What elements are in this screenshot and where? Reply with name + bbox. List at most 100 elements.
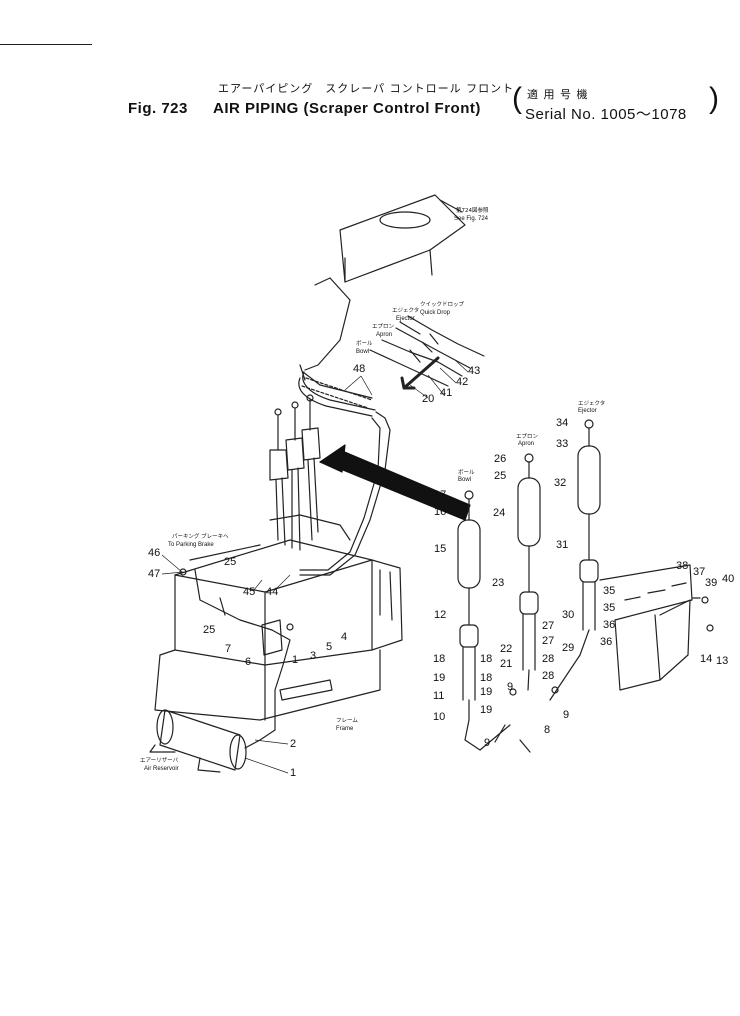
callout-24: 24 — [493, 507, 505, 519]
leader-lines — [161, 359, 469, 774]
control-valve-apron — [517, 453, 541, 691]
callout-7: 7 — [225, 643, 231, 655]
apron-jp: エプロン — [372, 323, 395, 330]
callout-44: 44 — [266, 586, 278, 598]
fitting-9c — [551, 686, 559, 694]
callout-15: 15 — [434, 543, 446, 555]
callout-25c: 25 — [494, 470, 506, 482]
cable-bundle — [298, 371, 391, 576]
callout-9b: 9 — [507, 681, 513, 693]
callout-6: 6 — [245, 656, 251, 668]
callout-19b: 19 — [480, 686, 492, 698]
callout-23: 23 — [492, 577, 504, 589]
bowl-jp: ボール — [356, 339, 373, 347]
callout-34: 34 — [556, 417, 568, 429]
callout-9c: 9 — [563, 709, 569, 721]
callout-33: 33 — [556, 438, 568, 450]
callout-10: 10 — [433, 711, 445, 723]
callout-29: 29 — [562, 642, 574, 654]
callout-16: 16 — [434, 506, 446, 518]
callout-13: 13 — [716, 655, 728, 667]
callout-25b: 25 — [203, 624, 215, 636]
serial-paren-close: ) — [709, 82, 719, 115]
callout-41: 41 — [440, 387, 452, 399]
reservoir-en: Air Reservoir — [144, 766, 179, 772]
apron2-jp: エプロン — [516, 433, 539, 440]
frame-body — [154, 514, 403, 721]
ejector-jp: エジェクタ — [392, 306, 419, 314]
callout-31: 31 — [556, 539, 568, 551]
callout-1: 1 — [290, 767, 296, 779]
callout-35b: 35 — [603, 602, 615, 614]
reservoir-jp: エアーリザーバ — [140, 757, 179, 764]
air-reservoir — [149, 709, 247, 773]
callout-21: 21 — [500, 658, 512, 670]
callout-42: 42 — [456, 376, 468, 388]
callout-27b: 27 — [542, 635, 554, 647]
callout-37: 37 — [693, 566, 705, 578]
callout-47: 47 — [148, 568, 160, 580]
callout-30: 30 — [562, 609, 574, 621]
mount-bracket — [599, 564, 714, 691]
see-fig-en: See Fig. 724 — [454, 216, 489, 222]
callout-4: 4 — [341, 631, 347, 643]
title-japanese: エアーパイピング スクレーパ コントロール フロント — [218, 82, 515, 95]
bowl-en: Bowl — [356, 349, 369, 355]
callout-3: 3 — [310, 650, 316, 662]
control-valve-bowl — [457, 490, 511, 751]
callout-5: 5 — [326, 641, 332, 653]
callout-36b: 36 — [600, 636, 612, 648]
ejector2-jp: エジェクタ — [578, 399, 605, 407]
callout-43: 43 — [468, 365, 480, 377]
apron2-en: Apron — [518, 441, 534, 447]
cab-boom-structure — [299, 194, 466, 399]
callout-17: 17 — [434, 489, 446, 501]
callout-14: 14 — [700, 653, 712, 665]
callout-45: 45 — [243, 586, 255, 598]
parking-brake-en: To Parking Brake — [168, 542, 214, 548]
callout-46: 46 — [148, 547, 160, 559]
callout-38: 38 — [676, 560, 688, 572]
callout-48: 48 — [353, 363, 365, 375]
callout-32: 32 — [554, 477, 566, 489]
header-rule — [0, 44, 92, 45]
apron-en: Apron — [376, 332, 392, 338]
see-fig-jp: 第724図参照 — [456, 206, 489, 214]
callout-39: 39 — [705, 577, 717, 589]
callout-26: 26 — [494, 453, 506, 465]
callout-1b: 1 — [292, 654, 298, 666]
fitting-8 — [519, 739, 531, 753]
callout-12: 12 — [434, 609, 446, 621]
callout-40: 40 — [722, 573, 734, 585]
callout-8: 8 — [544, 724, 550, 736]
control-levers — [269, 394, 321, 551]
frame-piping — [179, 568, 294, 749]
arrow-upper — [400, 356, 440, 390]
quick-drop-en: Quick Drop — [420, 310, 451, 316]
bowl2-en: Bowl — [458, 477, 471, 483]
callout-9a: 9 — [484, 737, 490, 749]
quick-drop-jp: クイックドロップ — [420, 301, 465, 308]
callout-28b: 28 — [542, 670, 554, 682]
callout-11: 11 — [433, 690, 444, 702]
figure-title: AIR PIPING (Scraper Control Front) — [213, 100, 481, 117]
frame-jp: フレーム — [336, 717, 358, 724]
callout-19a: 19 — [433, 672, 445, 684]
parking-brake-jp: パーキング ブレーキへ — [172, 532, 229, 540]
callout-25a: 25 — [224, 556, 236, 568]
callout-18a: 18 — [433, 653, 445, 665]
figure-number: Fig. 723 — [128, 100, 188, 117]
serial-paren-open: ( — [512, 82, 522, 115]
callout-18b: 18 — [480, 653, 492, 665]
fitting-9b — [509, 688, 517, 696]
fitting-9a — [494, 724, 506, 743]
control-valve-ejector — [549, 419, 601, 701]
callout-27a: 27 — [542, 620, 554, 632]
ejector2-en: Ejector — [578, 408, 597, 414]
serial-japanese: 適 用 号 機 — [527, 88, 589, 101]
callout-36a: 36 — [603, 619, 615, 631]
frame-en: Frame — [336, 726, 354, 732]
callout-22: 22 — [500, 643, 512, 655]
callout-28a: 28 — [542, 653, 554, 665]
